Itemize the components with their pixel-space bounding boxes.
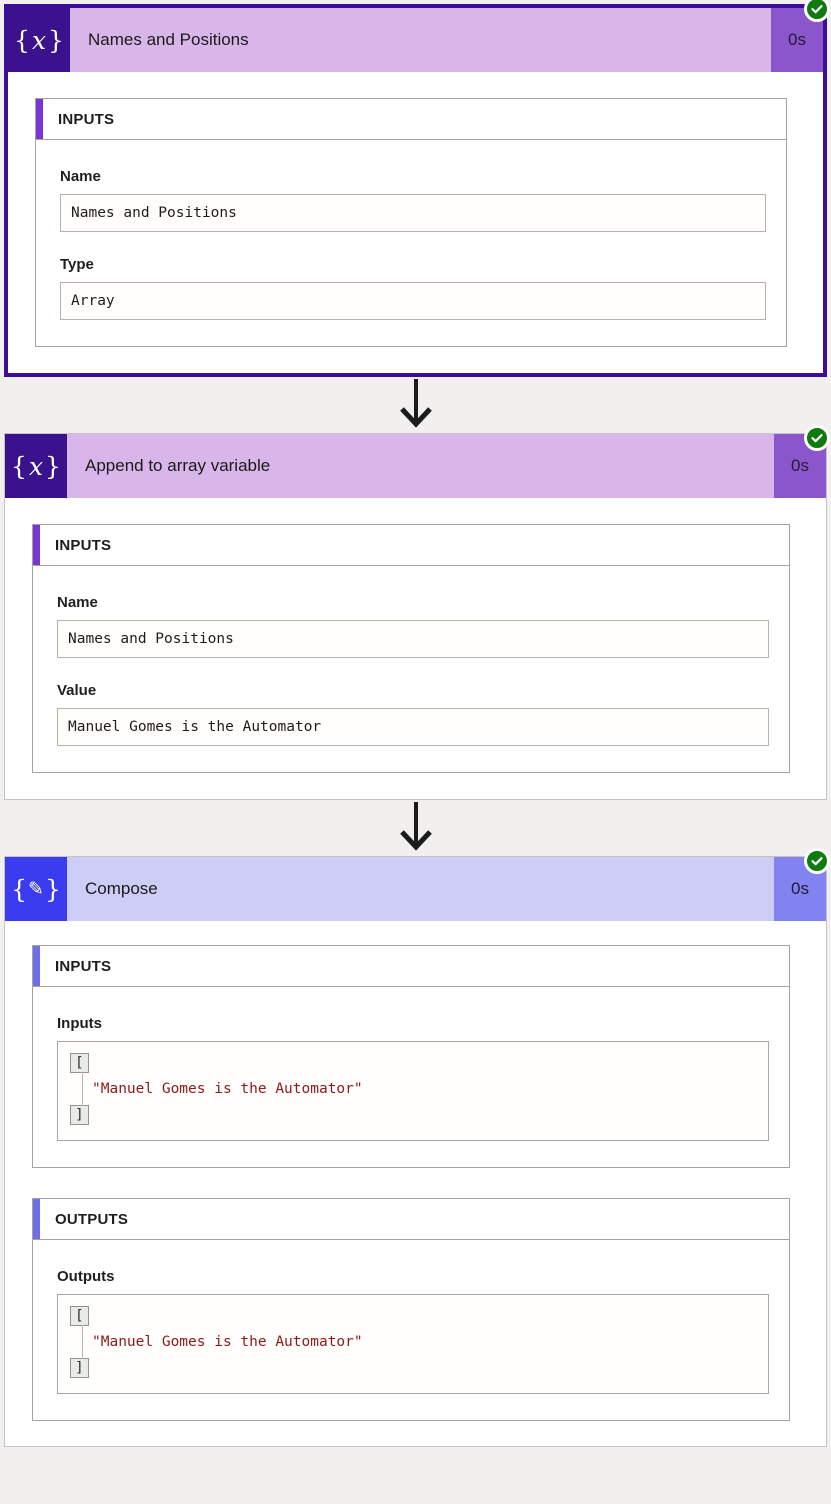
field-outputs: Outputs [ "Manuel Gomes is the Automator… — [57, 1268, 769, 1394]
compose-braces-pencil-icon: {✎} — [5, 857, 67, 921]
panel-title: INPUTS — [55, 536, 112, 554]
panel-accent-bar — [33, 946, 40, 986]
json-string-value: "Manuel Gomes is the Automator" — [92, 1334, 363, 1350]
inputs-panel: INPUTS Inputs [ "Manuel Gomes is the Aut… — [32, 945, 790, 1168]
field-label: Inputs — [57, 1015, 102, 1032]
json-string-value: "Manuel Gomes is the Automator" — [92, 1081, 363, 1097]
action-card-compose[interactable]: {✎} Compose 0s INPUTS Inputs [ "Manu — [4, 848, 830, 1447]
icon-glyph: } — [44, 874, 61, 904]
json-viewer: [ "Manuel Gomes is the Automator" ] — [57, 1041, 769, 1141]
field-label: Name — [60, 168, 101, 185]
card-title: Names and Positions — [70, 8, 771, 72]
card-header[interactable]: {x} Append to array variable 0s — [5, 434, 826, 498]
card-title: Compose — [67, 857, 774, 921]
field-name: Name Names and Positions — [60, 168, 766, 232]
field-value: Manuel Gomes is the Automator — [57, 708, 769, 746]
outputs-panel-header[interactable]: OUTPUTS — [33, 1199, 789, 1240]
panel-accent-bar — [36, 99, 43, 139]
connector-arrow — [0, 377, 831, 433]
collapse-bracket-toggle[interactable]: [ — [70, 1053, 89, 1073]
action-card-append-to-array-variable[interactable]: {x} Append to array variable 0s INPUTS N… — [4, 425, 830, 800]
field-value-entry: Value Manuel Gomes is the Automator — [57, 682, 769, 746]
panel-title: INPUTS — [58, 110, 115, 128]
collapse-bracket-toggle[interactable]: ] — [70, 1105, 89, 1125]
inputs-panel-header[interactable]: INPUTS — [33, 525, 789, 566]
field-label: Outputs — [57, 1268, 115, 1285]
panel-title: OUTPUTS — [55, 1210, 129, 1228]
json-viewer: [ "Manuel Gomes is the Automator" ] — [57, 1294, 769, 1394]
field-label: Type — [60, 256, 94, 273]
field-label: Name — [57, 594, 98, 611]
icon-glyph: { — [11, 874, 28, 904]
variable-braces-x-icon: {x} — [8, 8, 70, 72]
field-value: Names and Positions — [57, 620, 769, 658]
tree-guide-line — [82, 1072, 83, 1106]
action-card-names-and-positions[interactable]: {x} Names and Positions 0s INPUTS Name N… — [4, 0, 830, 377]
field-name: Name Names and Positions — [57, 594, 769, 658]
inputs-panel-header[interactable]: INPUTS — [33, 946, 789, 987]
field-value: Array — [60, 282, 766, 320]
success-check-icon — [804, 848, 830, 874]
inputs-panel: INPUTS Name Names and Positions Type Arr… — [35, 98, 787, 347]
variable-braces-x-icon: {x} — [5, 434, 67, 498]
success-check-icon — [804, 425, 830, 451]
field-value: Names and Positions — [60, 194, 766, 232]
inputs-panel-header[interactable]: INPUTS — [36, 99, 786, 140]
field-type: Type Array — [60, 256, 766, 320]
card-header[interactable]: {x} Names and Positions 0s — [8, 8, 823, 72]
inputs-panel: INPUTS Name Names and Positions Value Ma… — [32, 524, 790, 773]
icon-glyph: x — [31, 25, 47, 55]
field-inputs: Inputs [ "Manuel Gomes is the Automator"… — [57, 1015, 769, 1141]
icon-glyph: x — [28, 451, 44, 481]
icon-glyph: } — [48, 25, 64, 55]
success-check-icon — [804, 0, 830, 22]
icon-glyph: { — [14, 25, 30, 55]
panel-accent-bar — [33, 525, 40, 565]
collapse-bracket-toggle[interactable]: ] — [70, 1358, 89, 1378]
card-header[interactable]: {✎} Compose 0s — [5, 857, 826, 921]
icon-glyph: } — [45, 451, 61, 481]
pencil-icon: ✎ — [28, 878, 44, 900]
field-label: Value — [57, 682, 97, 699]
connector-arrow — [0, 800, 831, 856]
collapse-bracket-toggle[interactable]: [ — [70, 1306, 89, 1326]
tree-guide-line — [82, 1325, 83, 1359]
icon-glyph: { — [11, 451, 27, 481]
panel-accent-bar — [33, 1199, 40, 1239]
card-title: Append to array variable — [67, 434, 774, 498]
outputs-panel: OUTPUTS Outputs [ "Manuel Gomes is the A… — [32, 1198, 790, 1421]
panel-title: INPUTS — [55, 957, 112, 975]
